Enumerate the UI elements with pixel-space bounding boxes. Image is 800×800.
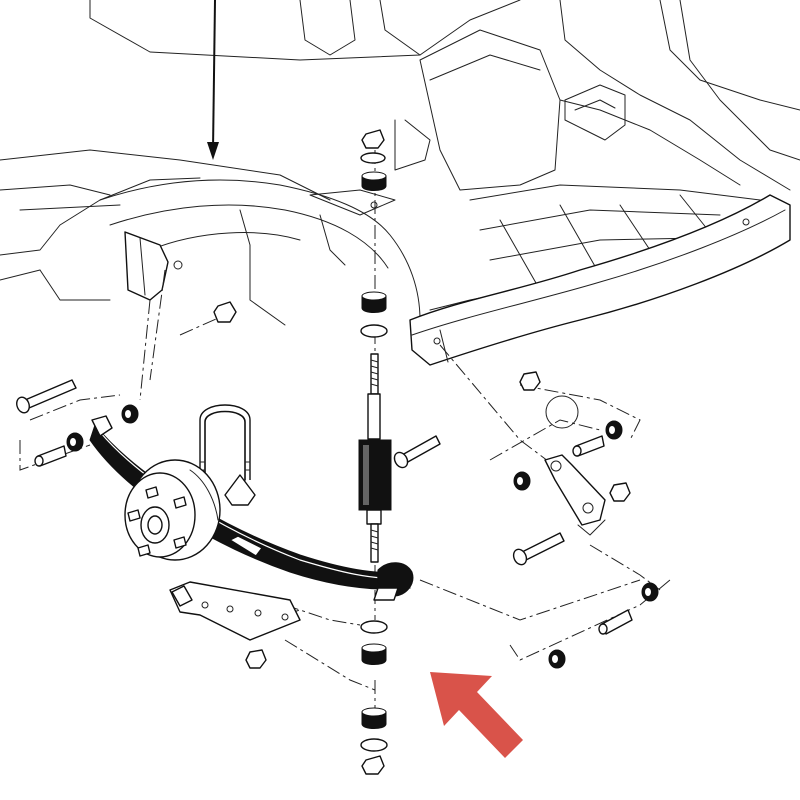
bushing bbox=[641, 582, 659, 602]
vehicle-body bbox=[0, 0, 800, 326]
spring-hanger-bracket bbox=[124, 231, 183, 301]
axle-plate bbox=[169, 581, 301, 641]
bushing-sleeve bbox=[598, 609, 633, 635]
bolt-left bbox=[16, 379, 77, 414]
bushing bbox=[605, 420, 623, 440]
dashed-leader-lines bbox=[19, 150, 671, 720]
bushings bbox=[34, 404, 659, 669]
nut-right-2 bbox=[609, 482, 631, 502]
bushing bbox=[548, 649, 566, 669]
u-bolt bbox=[199, 404, 256, 506]
bushing bbox=[513, 471, 531, 491]
bushing bbox=[66, 432, 84, 452]
wheel-hub bbox=[124, 459, 221, 561]
spring-shackle bbox=[544, 395, 606, 536]
wheel-stud bbox=[127, 486, 187, 557]
red-callout-arrow bbox=[430, 672, 523, 758]
nut-right bbox=[519, 371, 541, 391]
bushing-sleeve bbox=[572, 435, 605, 457]
nut-left bbox=[213, 301, 237, 323]
bolt-center bbox=[393, 435, 441, 469]
bushing bbox=[121, 404, 139, 424]
rear-bumper bbox=[409, 194, 791, 366]
bushing-sleeve bbox=[34, 445, 67, 467]
down-arrow-icon bbox=[207, 0, 219, 160]
nut-bottom bbox=[245, 649, 267, 669]
bolt-right bbox=[512, 532, 565, 566]
shock-absorber bbox=[358, 129, 392, 775]
